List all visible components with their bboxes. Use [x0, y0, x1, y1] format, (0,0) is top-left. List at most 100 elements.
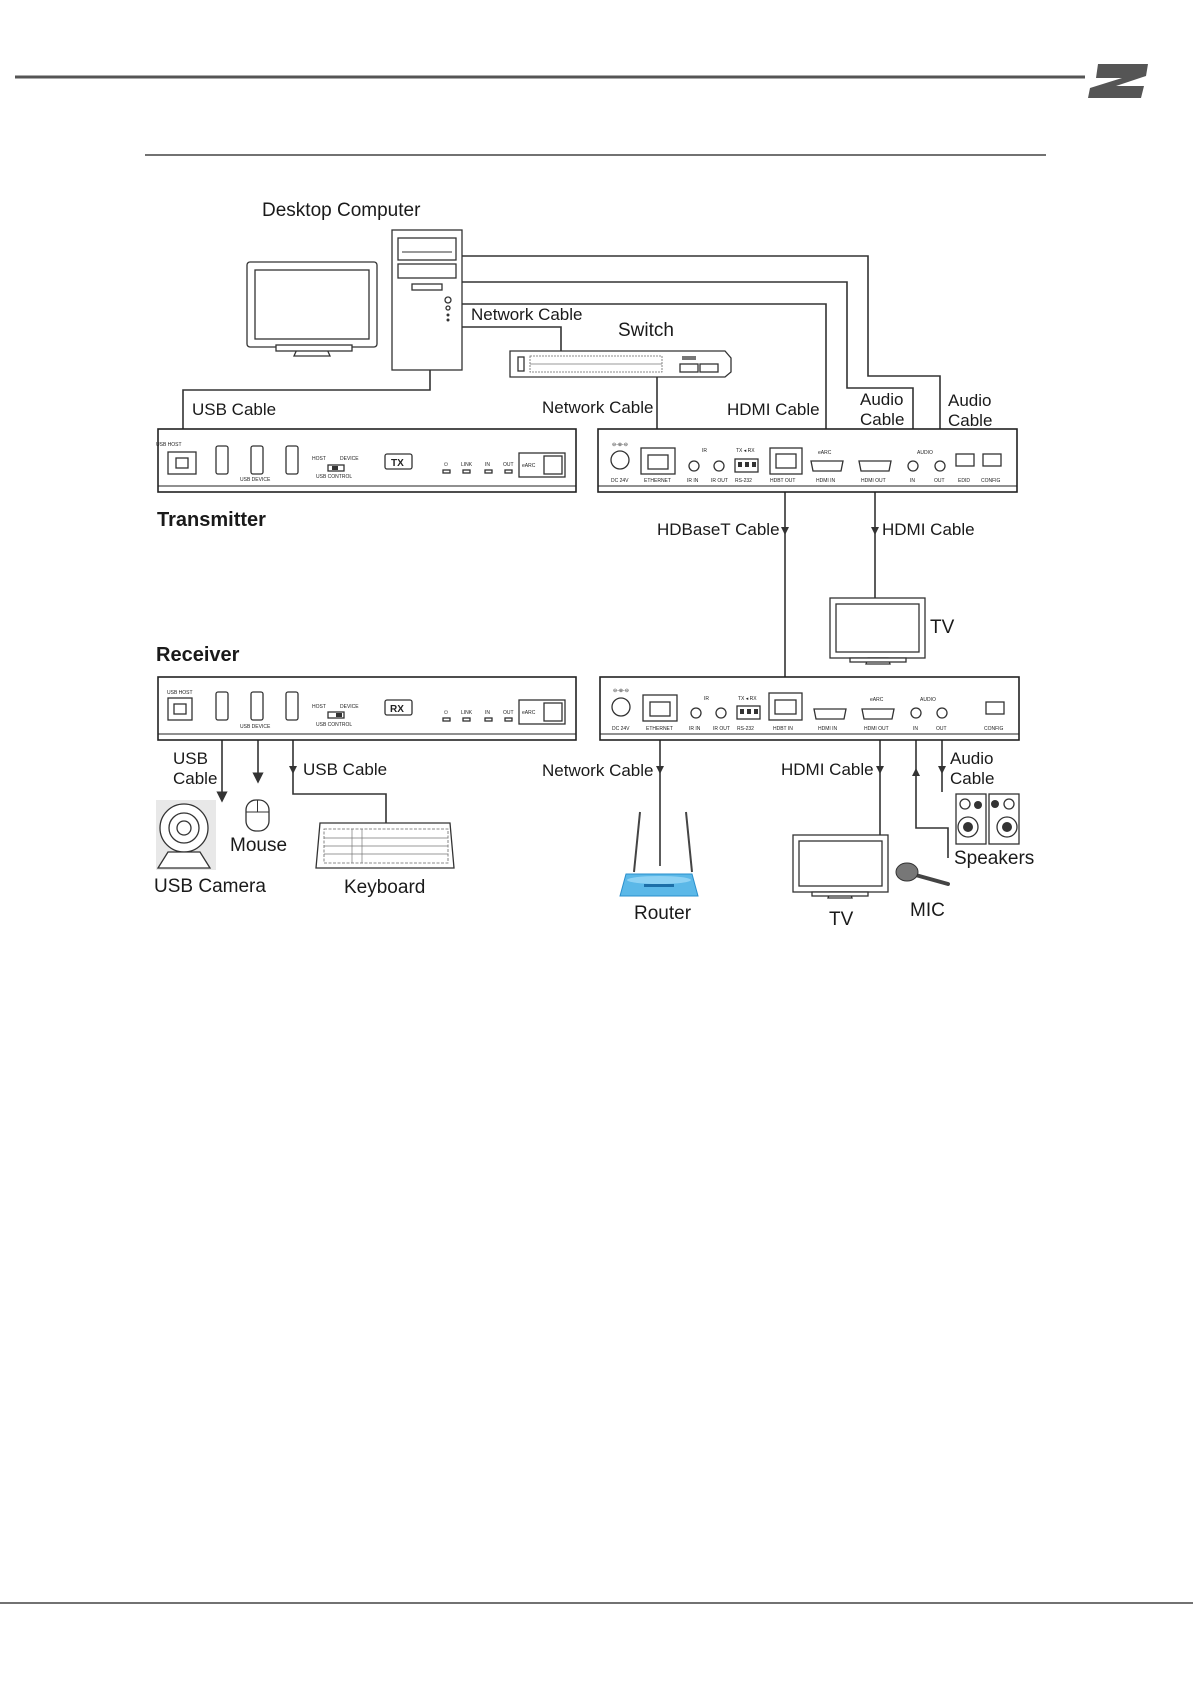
label-usb-cable-cam-a: USB — [173, 749, 208, 768]
wire-hdmi-tx — [462, 303, 832, 456]
label-mic: MIC — [910, 900, 945, 921]
rx-usb-control-label: USB CONTROL — [316, 722, 352, 728]
rx-txrx-label: TX ◂ RX — [738, 696, 757, 702]
rx-hdbt-in-label: HDBT IN — [773, 726, 793, 732]
receiver-rear-panel: ⊖-⊕-⊖ DC 24V ETHERNET IR IR IN IR OUT TX… — [599, 676, 1020, 741]
wire-audio-in-tx — [462, 281, 919, 462]
label-hdbaset-cable: HDBaseT Cable — [657, 520, 780, 539]
rx-rs232-label: RS-232 — [737, 726, 754, 732]
rx-in-label: IN — [485, 710, 490, 716]
label-router: Router — [634, 903, 692, 924]
rx-earc-rear-label: eARC — [870, 697, 884, 703]
tv-bottom-icon — [792, 834, 889, 899]
tv-top-icon — [829, 597, 926, 665]
tx-badge — [384, 453, 413, 470]
hdmi-tv-arrowhead — [871, 527, 879, 535]
tx-power-label: ⏻ — [444, 462, 448, 468]
brand-logo — [1088, 64, 1148, 98]
label-transmitter: Transmitter — [157, 509, 266, 531]
label-audio-cable-2a: Audio — [948, 391, 991, 410]
tx-out-label: OUT — [503, 462, 514, 468]
rx-ir-label: IR — [704, 696, 709, 702]
mouse-icon — [245, 799, 270, 832]
label-hdmi-cable-tx: HDMI Cable — [727, 400, 820, 419]
rx-usb-device-label: USB DEVICE — [240, 724, 271, 730]
label-speakers: Speakers — [954, 848, 1034, 869]
label-usb-camera: USB Camera — [154, 876, 266, 897]
tx-host-label: HOST — [312, 456, 326, 462]
rx-audio-label: AUDIO — [920, 697, 936, 703]
label-audio-cable-2b: Cable — [948, 411, 992, 430]
label-audio-cable-rx-b: Cable — [950, 769, 994, 788]
tx-ir-label: IR — [702, 448, 707, 454]
tx-dc-label: DC 24V — [611, 478, 629, 484]
svg-text:⊖-⊕-⊖: ⊖-⊕-⊖ — [612, 442, 628, 448]
tx-edid-label: EDID — [958, 478, 970, 484]
rx-earc-label: eARC — [522, 710, 536, 716]
tx-usb-port-2 — [250, 445, 264, 475]
tx-earc-label: eARC — [522, 463, 536, 469]
desktop-tower-icon — [391, 229, 463, 371]
rx-usb-host-label: USB HOST — [167, 690, 193, 696]
wire-mic — [915, 733, 949, 858]
label-mouse: Mouse — [230, 835, 287, 856]
label-network-cable-rx: Network Cable — [542, 761, 654, 780]
monitor-icon — [246, 261, 378, 357]
label-desktop-computer: Desktop Computer — [262, 200, 421, 221]
rx-host-label: HOST — [312, 704, 326, 710]
wire-usb-tx — [177, 370, 431, 459]
rx-ir-in-label: IR IN — [689, 726, 701, 732]
rx-hdmi-out-label: HDMI OUT — [864, 726, 889, 732]
rx-ir-out-label: IR OUT — [713, 726, 730, 732]
tx-link-label: LINK — [461, 462, 473, 468]
tx-earc-rear-label: eARC — [818, 450, 832, 456]
rx-dc-label: DC 24V — [612, 726, 630, 732]
label-usb-cable-tx: USB Cable — [192, 400, 276, 419]
tx-ir-in-label: IR IN — [687, 478, 699, 484]
router-icon — [619, 811, 699, 897]
tx-audio-label: AUDIO — [917, 450, 933, 456]
tx-audio-in-label: IN — [910, 478, 915, 484]
transmitter-rear-panel: ⊖-⊕-⊖ DC 24V ETHERNET IR IR IN IR OUT TX… — [597, 428, 1018, 493]
tx-usb-device-label: USB DEVICE — [240, 477, 271, 483]
rx-audio-in-label: IN — [913, 726, 918, 732]
label-audio-cable-1a: Audio — [860, 390, 903, 409]
tx-ir-out-label: IR OUT — [711, 478, 728, 484]
wire-audio-out-tx — [462, 255, 941, 456]
tx-ethernet-label: ETHERNET — [644, 478, 671, 484]
tx-hdbt-out-label: HDBT OUT — [770, 478, 795, 484]
microphone-icon — [895, 862, 950, 886]
tx-hdmi-in-label: HDMI IN — [816, 478, 836, 484]
rx-audio-out-label: OUT — [936, 726, 947, 732]
rx-out-label: OUT — [503, 710, 514, 716]
keyboard-icon — [315, 822, 455, 869]
rx-device-label: DEVICE — [340, 704, 359, 710]
tx-device-label: DEVICE — [340, 456, 359, 462]
label-switch: Switch — [618, 320, 674, 341]
tx-usb-host-label: USB HOST — [156, 442, 182, 448]
label-keyboard: Keyboard — [344, 877, 425, 898]
tx-usb-control-label: USB CONTROL — [316, 474, 352, 480]
rx-hdmi-in-label: HDMI IN — [818, 726, 838, 732]
tx-hdmi-out-label: HDMI OUT — [861, 478, 886, 484]
label-usb-cable-cam-b: Cable — [173, 769, 217, 788]
wire-usb-keyboard — [292, 733, 387, 823]
hdbaset-arrowhead — [781, 527, 789, 535]
rx-config-label: CONFIG — [984, 726, 1004, 732]
label-audio-cable-1b: Cable — [860, 410, 904, 429]
label-tv-bottom: TV — [829, 909, 854, 930]
transmitter-front-panel: USB HOST USB DEVICE HOST DEVICE USB CONT… — [156, 428, 577, 493]
rx-link-label: LINK — [461, 710, 473, 716]
wire-pc-switch — [462, 326, 562, 351]
label-hdmi-cable-rx: HDMI Cable — [781, 760, 874, 779]
rx-ethernet-label: ETHERNET — [646, 726, 673, 732]
switch-icon — [509, 350, 732, 378]
tx-txrx-label: TX ◂ RX — [736, 448, 755, 454]
usb-camera-icon — [156, 800, 216, 870]
rx-power-label: ⏻ — [444, 710, 448, 716]
label-audio-cable-rx-a: Audio — [950, 749, 993, 768]
tx-audio-out-label: OUT — [934, 478, 945, 484]
receiver-front-panel: USB HOST USB DEVICE HOST DEVICE USB CONT… — [157, 676, 577, 741]
tx-usb-port-1 — [215, 445, 229, 475]
tx-rs232-label: RS-232 — [735, 478, 752, 484]
